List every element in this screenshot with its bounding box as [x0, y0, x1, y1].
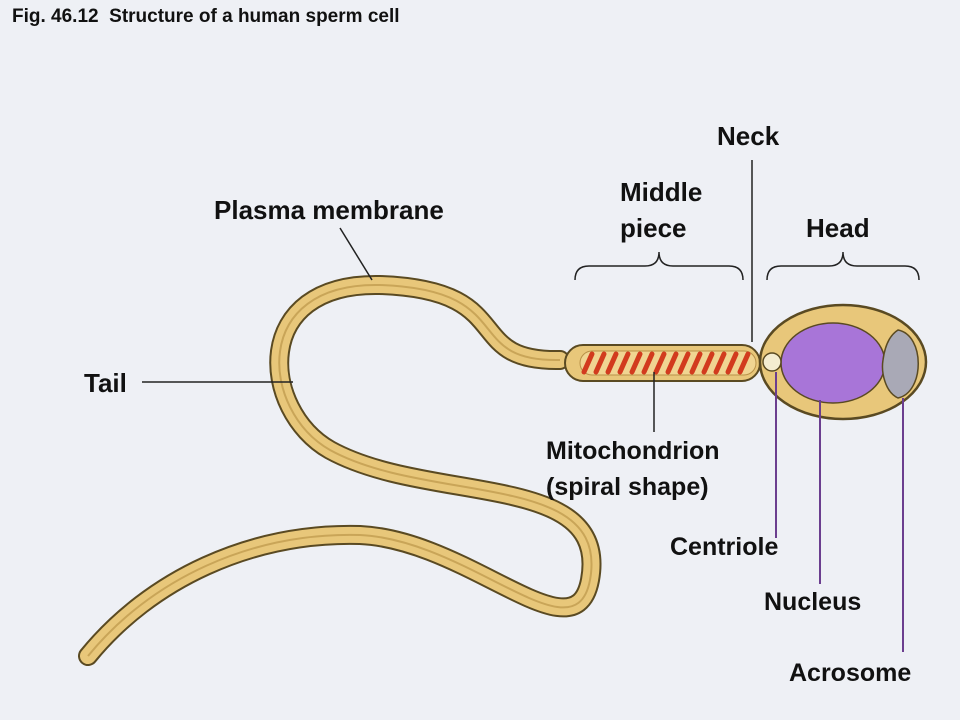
label-tail: Tail	[84, 368, 127, 398]
middle-piece-brace	[574, 251, 744, 281]
label-plasma-membrane: Plasma membrane	[214, 195, 444, 225]
plasma-membrane-leader	[339, 227, 373, 281]
head	[758, 303, 928, 421]
figure-title: Fig. 46.12 Structure of a human sperm ce…	[12, 6, 400, 27]
label-mitochondrion-2: (spiral shape)	[546, 473, 709, 501]
label-head: Head	[806, 213, 870, 243]
middle-piece	[564, 344, 761, 382]
nucleus-shape	[780, 322, 886, 404]
tail-axoneme-line	[87, 283, 593, 657]
label-middle-piece-2: piece	[620, 213, 687, 243]
head-brace	[766, 251, 920, 281]
centriole-shape	[762, 352, 782, 372]
label-neck: Neck	[717, 121, 780, 151]
label-nucleus: Nucleus	[764, 588, 861, 616]
label-mitochondrion-1: Mitochondrion	[546, 437, 720, 465]
acrosome-shape	[881, 329, 919, 399]
mitochondrion-spiral	[581, 351, 751, 375]
label-acrosome: Acrosome	[789, 659, 911, 687]
tail-group	[78, 274, 602, 666]
label-centriole: Centriole	[670, 533, 778, 561]
label-middle-piece-1: Middle	[620, 177, 702, 207]
